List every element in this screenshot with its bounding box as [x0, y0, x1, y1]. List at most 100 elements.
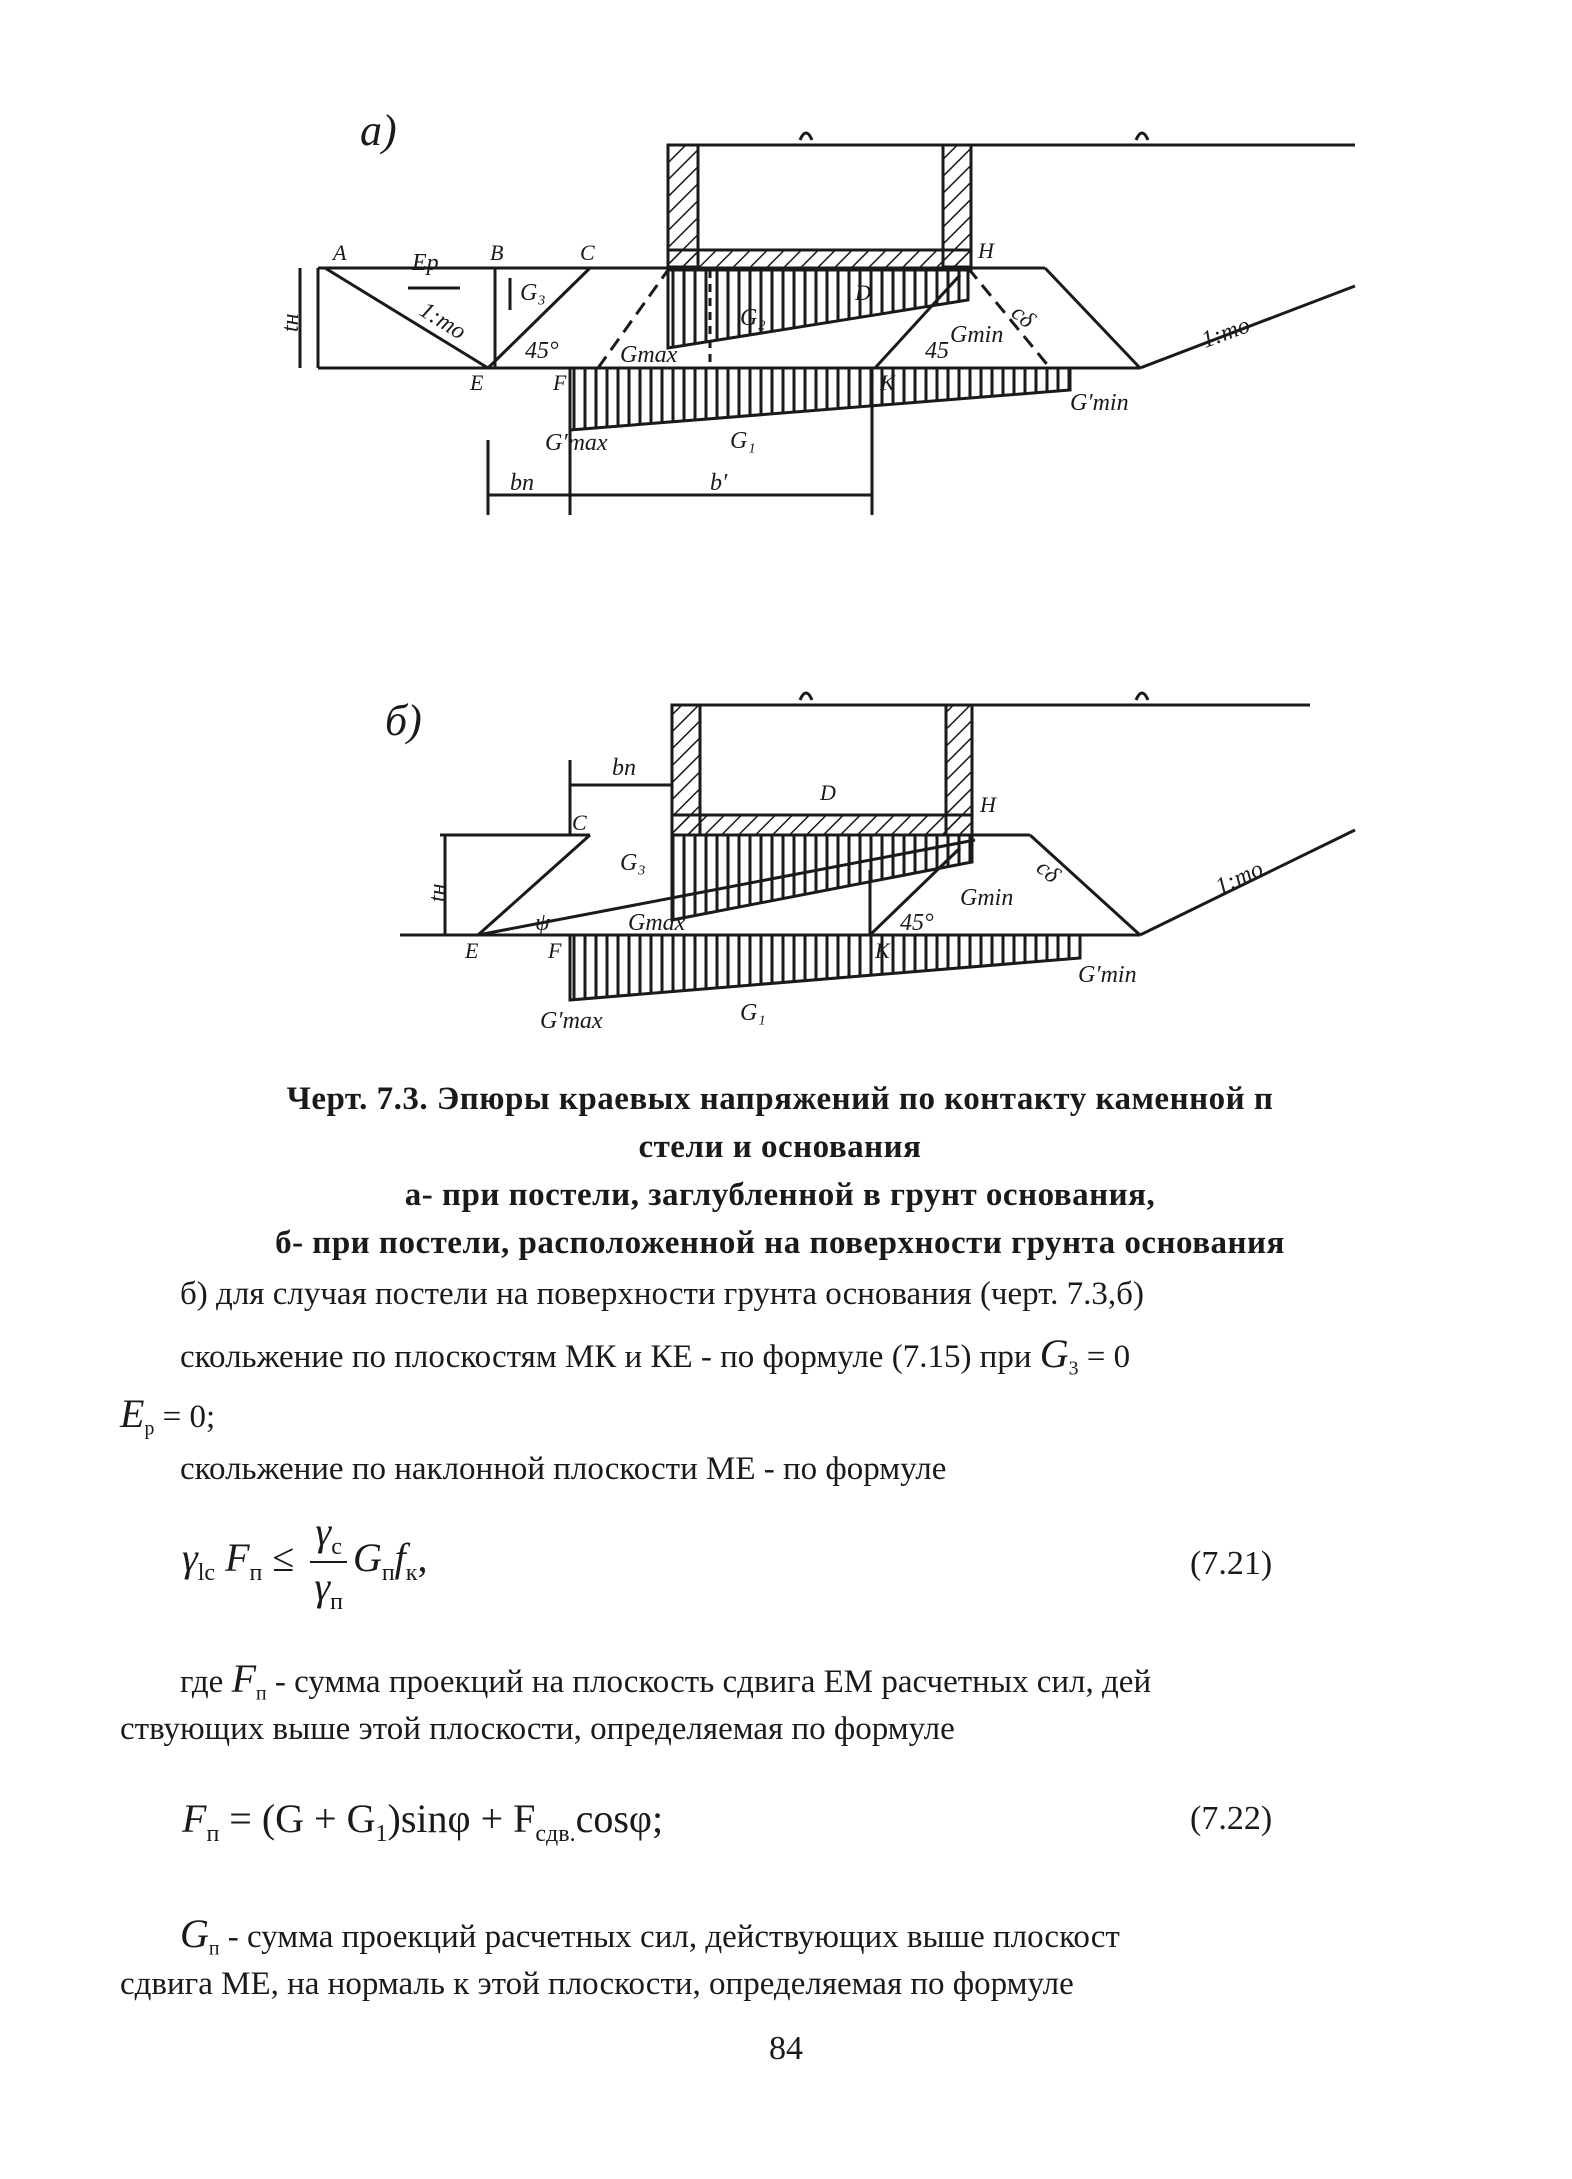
- figure-b-diagram: б) C D H E F K bп: [385, 691, 1356, 1034]
- svg-text:tн: tн: [278, 313, 304, 332]
- svg-text:cδ: cδ: [1031, 855, 1065, 889]
- var-g: G: [1039, 1331, 1069, 1376]
- svg-text:G₂: G₂: [740, 305, 766, 331]
- eq721-gamma: γ: [182, 1535, 198, 1581]
- var-fn-sub: п: [256, 1682, 267, 1705]
- text-ep-zero: = 0;: [154, 1399, 216, 1435]
- svg-text:1:mо: 1:mо: [415, 297, 471, 345]
- paragraph-case-b: б) для случая постели на поверхности гру…: [180, 1270, 1144, 1318]
- paragraph-shear-plane: сдвига МЕ, на нормаль к этой плоскости, …: [120, 1960, 1074, 2008]
- paragraph-ep-zero: Ep = 0;: [120, 1390, 215, 1453]
- superstructure: [668, 131, 1355, 147]
- text-where: где: [180, 1664, 224, 1700]
- paragraph-gn-definition: Gп - сумма проекций расчетных сил, дейст…: [180, 1910, 1120, 1973]
- svg-text:Gmax: Gmax: [628, 910, 686, 936]
- wall-right: [941, 143, 973, 269]
- eq721-fk: f: [394, 1535, 406, 1581]
- svg-text:G₃: G₃: [520, 280, 546, 306]
- eq722-middle: = (G + G: [219, 1796, 376, 1841]
- svg-text:A: A: [331, 240, 347, 265]
- caption-line-3: а- при постели, заглубленной в грунт осн…: [404, 1177, 1156, 1213]
- svg-text:45: 45: [925, 338, 949, 364]
- svg-text:bп: bп: [612, 755, 636, 781]
- svg-text:C: C: [572, 810, 587, 835]
- symbol-labels-a: Ep tн 1:mо G₃ G₂ 45° 45 Gmax Gmin cδ G′m…: [278, 250, 1253, 496]
- svg-text:1:mо: 1:mо: [1212, 856, 1268, 900]
- figure-a-diagram: а): [278, 106, 1356, 515]
- eq722-sub-2: сдв.: [535, 1821, 576, 1847]
- eq721-fraction: γc γп: [310, 1508, 347, 1616]
- eq721-g: G: [352, 1535, 382, 1581]
- point-labels-a: A B C H D E F K: [331, 238, 995, 395]
- eq722-middle-2: )sinφ + F: [387, 1796, 536, 1841]
- svg-text:K: K: [874, 938, 891, 963]
- svg-text:G′min: G′min: [1070, 390, 1129, 416]
- equation-7-22: Fп = (G + G1)sinφ + Fсдв.cosφ;: [182, 1795, 663, 1848]
- svg-text:K: K: [879, 370, 896, 395]
- svg-text:45°: 45°: [900, 910, 934, 936]
- caption-line-4: б- при постели, расположенной на поверхн…: [275, 1225, 1285, 1261]
- svg-text:b′: b′: [710, 470, 728, 496]
- var-g-sub: 3: [1068, 1357, 1079, 1380]
- svg-text:Gmax: Gmax: [620, 342, 678, 368]
- eq722-f-sub: п: [206, 1821, 220, 1847]
- svg-text:1:mо: 1:mо: [1198, 312, 1253, 353]
- var-gn-sub: п: [208, 1937, 220, 1960]
- caption-line-2: стели и основания: [638, 1129, 922, 1165]
- svg-text:Gmin: Gmin: [960, 885, 1013, 911]
- base-slab-b: [670, 813, 974, 837]
- svg-text:G′max: G′max: [545, 430, 608, 456]
- stress-diagram-upper: [666, 268, 970, 350]
- svg-text:cδ: cδ: [1006, 300, 1040, 334]
- svg-text:G′min: G′min: [1078, 962, 1137, 988]
- text-gn-definition: - сумма проекций расчетных сил, действую…: [219, 1919, 1120, 1955]
- var-e: E: [120, 1391, 145, 1436]
- dimension-lines: [298, 268, 874, 515]
- eq722-middle-sub: 1: [375, 1821, 388, 1847]
- eq722-f: F: [182, 1796, 207, 1841]
- svg-text:E: E: [469, 370, 484, 395]
- panel-label-b: б): [385, 696, 422, 745]
- paragraph-where-fn: где Fп - сумма проекций на плоскость сдв…: [180, 1655, 1151, 1718]
- equation-7-21: γlc Fп ≤ γc γп Gпfк,: [182, 1508, 427, 1616]
- paragraph-acting-above: ствующих выше этой плоскости, определяем…: [120, 1705, 955, 1753]
- var-fn: F: [231, 1656, 257, 1701]
- equation-number-7-22: (7.22): [1190, 1800, 1273, 1837]
- text-case-b: б) для случая постели на поверхности гру…: [180, 1276, 1144, 1312]
- svg-text:G₁: G₁: [740, 1000, 766, 1026]
- superstructure-b: [672, 691, 1310, 707]
- eq721-fk-sub: к: [405, 1560, 418, 1587]
- text-sliding-mk-ke: скольжение по плоскостям МК и КЕ - по фо…: [180, 1339, 1032, 1375]
- text-shear-plane: сдвига МЕ, на нормаль к этой плоскости, …: [120, 1966, 1074, 2002]
- text-eq-zero: = 0: [1078, 1339, 1131, 1375]
- svg-text:Ep: Ep: [411, 250, 439, 276]
- svg-text:F: F: [552, 370, 567, 395]
- svg-text:B: B: [490, 240, 503, 265]
- text-sliding-me: скольжение по наклонной плоскости МЕ - п…: [180, 1451, 947, 1487]
- eq721-f-sub: п: [249, 1560, 263, 1587]
- stress-diagram-base: [568, 366, 1072, 432]
- svg-text:б): б): [385, 696, 422, 745]
- eq721-gamma-sub: lc: [197, 1560, 216, 1587]
- eq721-numerator: γc: [310, 1508, 347, 1563]
- svg-text:G′max: G′max: [540, 1008, 603, 1034]
- svg-text:D: D: [854, 280, 871, 305]
- eq721-g-sub: п: [381, 1560, 395, 1587]
- equation-number-7-21: (7.21): [1190, 1545, 1273, 1582]
- svg-text:а): а): [360, 106, 397, 155]
- stress-diagram-base-b: [568, 933, 1082, 1002]
- paragraph-sliding-mk-ke: скольжение по плоскостям МК и КЕ - по фо…: [180, 1330, 1130, 1393]
- svg-text:G₁: G₁: [730, 428, 756, 454]
- svg-text:bп: bп: [510, 470, 534, 496]
- eq722-end: cosφ;: [575, 1796, 664, 1841]
- figure-caption: Черт. 7.3. Эпюры краевых напряжений по к…: [150, 1075, 1410, 1267]
- eq721-f: F: [225, 1535, 250, 1581]
- eq721-leq: ≤: [272, 1535, 295, 1581]
- svg-text:ψ: ψ: [535, 910, 551, 936]
- page-number: 84: [769, 2030, 803, 2067]
- text-acting-above: ствующих выше этой плоскости, определяем…: [120, 1711, 955, 1747]
- text-fn-definition: - сумма проекций на плоскость сдвига ЕМ …: [266, 1664, 1152, 1700]
- svg-text:D: D: [819, 780, 836, 805]
- paragraph-sliding-me: скольжение по наклонной плоскости МЕ - п…: [180, 1445, 946, 1493]
- svg-text:C: C: [580, 240, 595, 265]
